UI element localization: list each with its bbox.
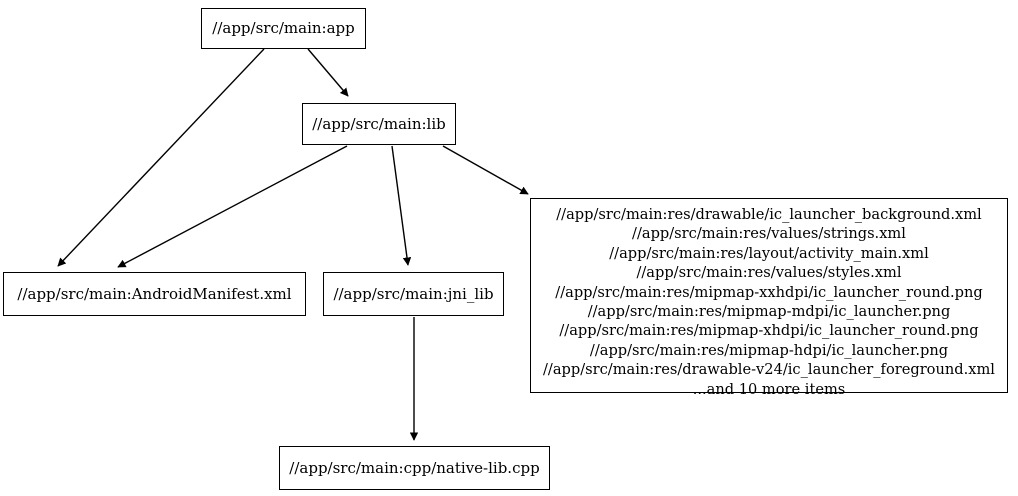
res-item: //app/src/main:res/drawable/ic_launcher_… xyxy=(556,206,982,223)
res-item: //app/src/main:res/drawable-v24/ic_launc… xyxy=(543,361,995,379)
graph-node-jni-lib-label: //app/src/main:jni_lib xyxy=(333,284,494,303)
edge-app-to-lib xyxy=(307,48,349,97)
res-item: //app/src/main:res/layout/activity_main.… xyxy=(609,244,929,262)
res-item: //app/src/main:res/values/strings.xml xyxy=(632,225,906,243)
res-more-items-label: ...and 10 more items xyxy=(692,380,846,398)
edge-lib-to-manifest xyxy=(117,145,348,268)
edge-app-to-manifest xyxy=(57,48,265,267)
graph-node-android-manifest[interactable]: //app/src/main:AndroidManifest.xml xyxy=(3,272,306,316)
graph-node-lib[interactable]: //app/src/main:lib xyxy=(302,103,456,145)
edge-lib-to-res xyxy=(442,145,529,195)
graph-node-app-label: //app/src/main:app xyxy=(212,19,355,37)
graph-node-lib-label: //app/src/main:lib xyxy=(312,114,446,133)
graph-node-native-lib-cpp-label: //app/src/main:cpp/native-lib.cpp xyxy=(289,458,540,477)
res-item: //app/src/main:res/mipmap-xhdpi/ic_launc… xyxy=(559,322,979,340)
res-item: //app/src/main:res/mipmap-hdpi/ic_launch… xyxy=(589,341,949,359)
res-item: //app/src/main:res/mipmap-mdpi/ic_launch… xyxy=(587,303,951,321)
graph-node-android-manifest-label: //app/src/main:AndroidManifest.xml xyxy=(17,284,292,303)
edge-lib-to-jni-lib xyxy=(391,145,412,266)
res-item: //app/src/main:res/values/styles.xml xyxy=(636,264,902,282)
res-item: //app/src/main:res/mipmap-xxhdpi/ic_laun… xyxy=(555,283,983,301)
graph-node-res-group[interactable]: //app/src/main:res/drawable/ic_launcher_… xyxy=(530,198,1008,398)
graph-node-jni-lib[interactable]: //app/src/main:jni_lib xyxy=(323,272,504,316)
graph-node-native-lib-cpp[interactable]: //app/src/main:cpp/native-lib.cpp xyxy=(279,446,550,490)
graph-node-app[interactable]: //app/src/main:app xyxy=(201,8,366,49)
